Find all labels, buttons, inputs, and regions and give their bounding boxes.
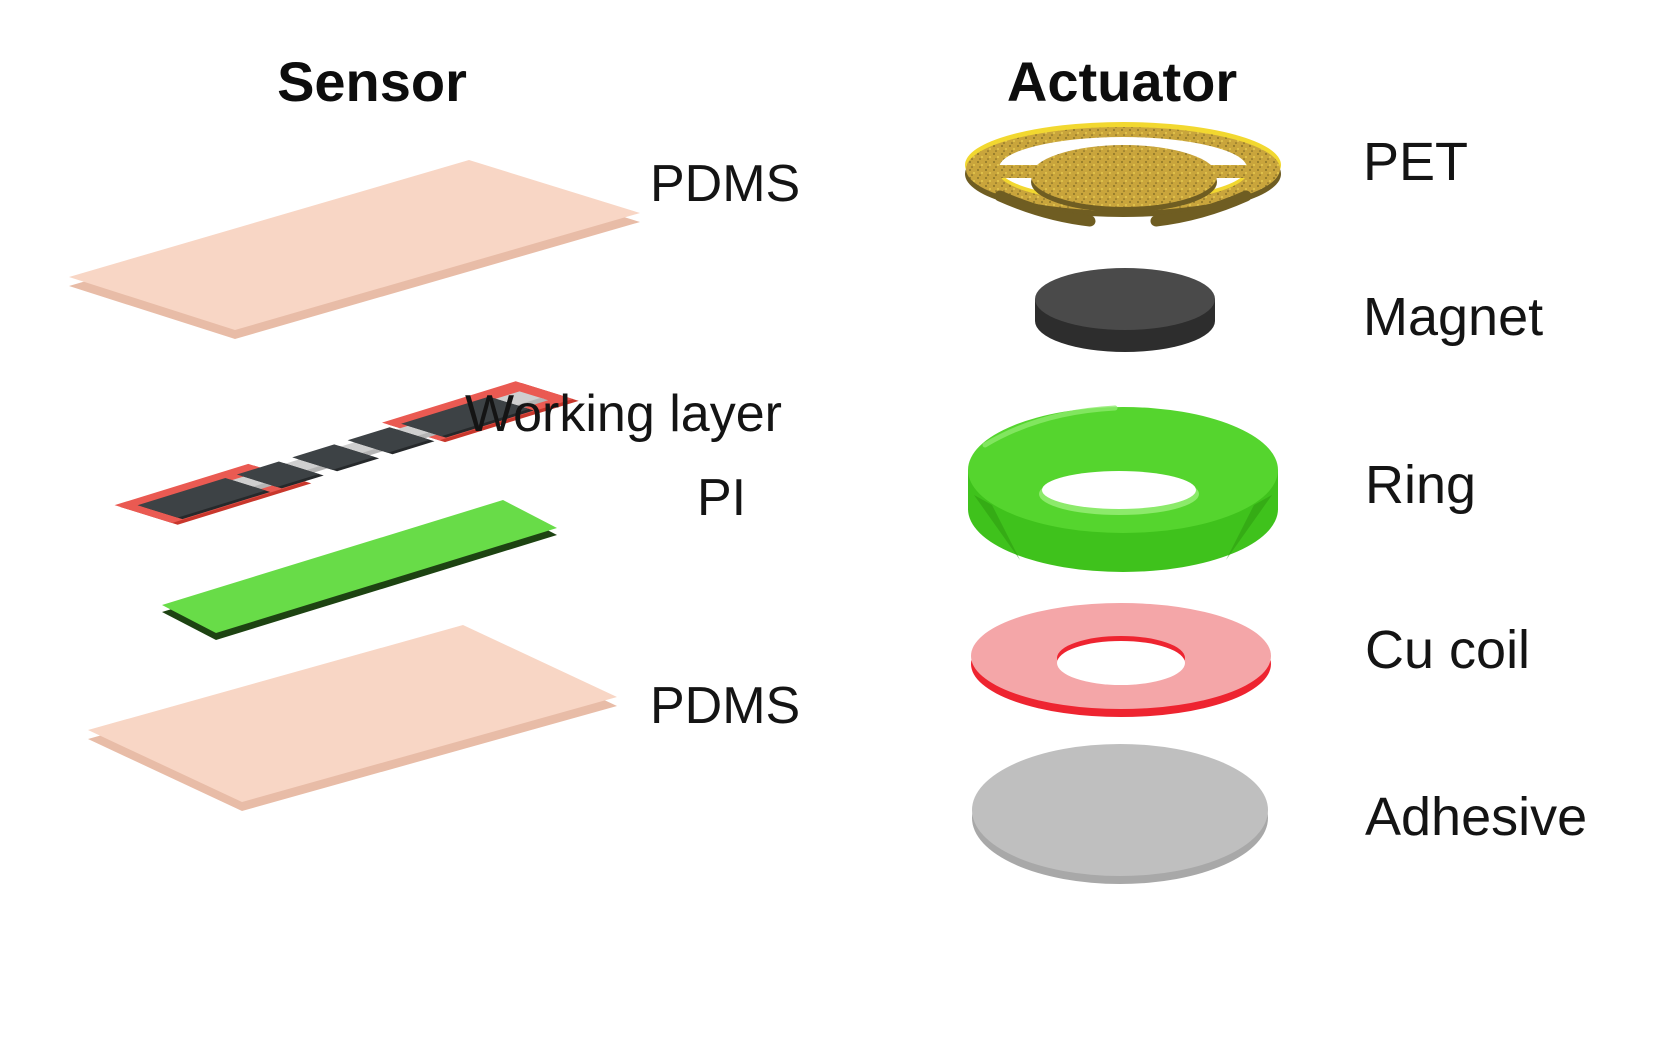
ring-layer	[968, 405, 1278, 572]
label-ring: Ring	[1365, 455, 1477, 515]
pet-layer	[965, 122, 1281, 227]
label-cu-coil: Cu coil	[1365, 620, 1531, 680]
label-pet: PET	[1363, 132, 1469, 192]
label-pdms-top: PDMS	[650, 155, 801, 213]
pet-ring-dark-segment-left	[994, 190, 1096, 227]
actuator-stack	[965, 122, 1281, 884]
ring-hole	[1042, 471, 1196, 509]
pet-tab-right	[1210, 165, 1254, 178]
label-working-layer: Working layer	[465, 385, 782, 443]
pdms-top-slab	[69, 160, 640, 339]
working-layer-assembly	[114, 381, 579, 525]
pdms-bottom-slab-face	[88, 625, 617, 802]
pet-ring-dark-segment-right	[1150, 190, 1252, 227]
label-pi: PI	[697, 469, 747, 527]
magnet-layer	[1035, 268, 1215, 352]
pi-slab-face	[162, 500, 557, 633]
electrode-patch	[347, 427, 430, 453]
electrode-end-right	[401, 396, 530, 437]
cu-coil-layer	[971, 603, 1271, 717]
ring-top-highlight	[982, 405, 1118, 448]
electrode-patch	[292, 444, 375, 470]
adhesive-layer	[972, 744, 1268, 884]
adhesive-top-face	[972, 744, 1268, 876]
pet-tab-left	[993, 165, 1037, 178]
electrode-segments	[137, 396, 534, 520]
ring-inner-shadow-right	[1226, 495, 1272, 560]
label-adhesive: Adhesive	[1365, 787, 1588, 847]
magnet-top-face	[1035, 268, 1215, 330]
sensor-title: Sensor	[277, 50, 467, 113]
sensor-stack	[69, 160, 640, 811]
coil-hole	[1057, 641, 1185, 685]
electrode-end-left	[137, 478, 266, 518]
pet-disc-face	[1031, 145, 1217, 207]
electrode-patch	[236, 461, 319, 487]
ring-inner-shadow-left	[974, 495, 1020, 560]
pdms-bottom-slab	[88, 625, 617, 811]
pi-slab	[162, 500, 557, 640]
label-pdms-bottom: PDMS	[650, 677, 801, 735]
actuator-title: Actuator	[1006, 50, 1238, 113]
label-magnet: Magnet	[1363, 287, 1544, 347]
pdms-top-slab-face	[69, 160, 640, 330]
